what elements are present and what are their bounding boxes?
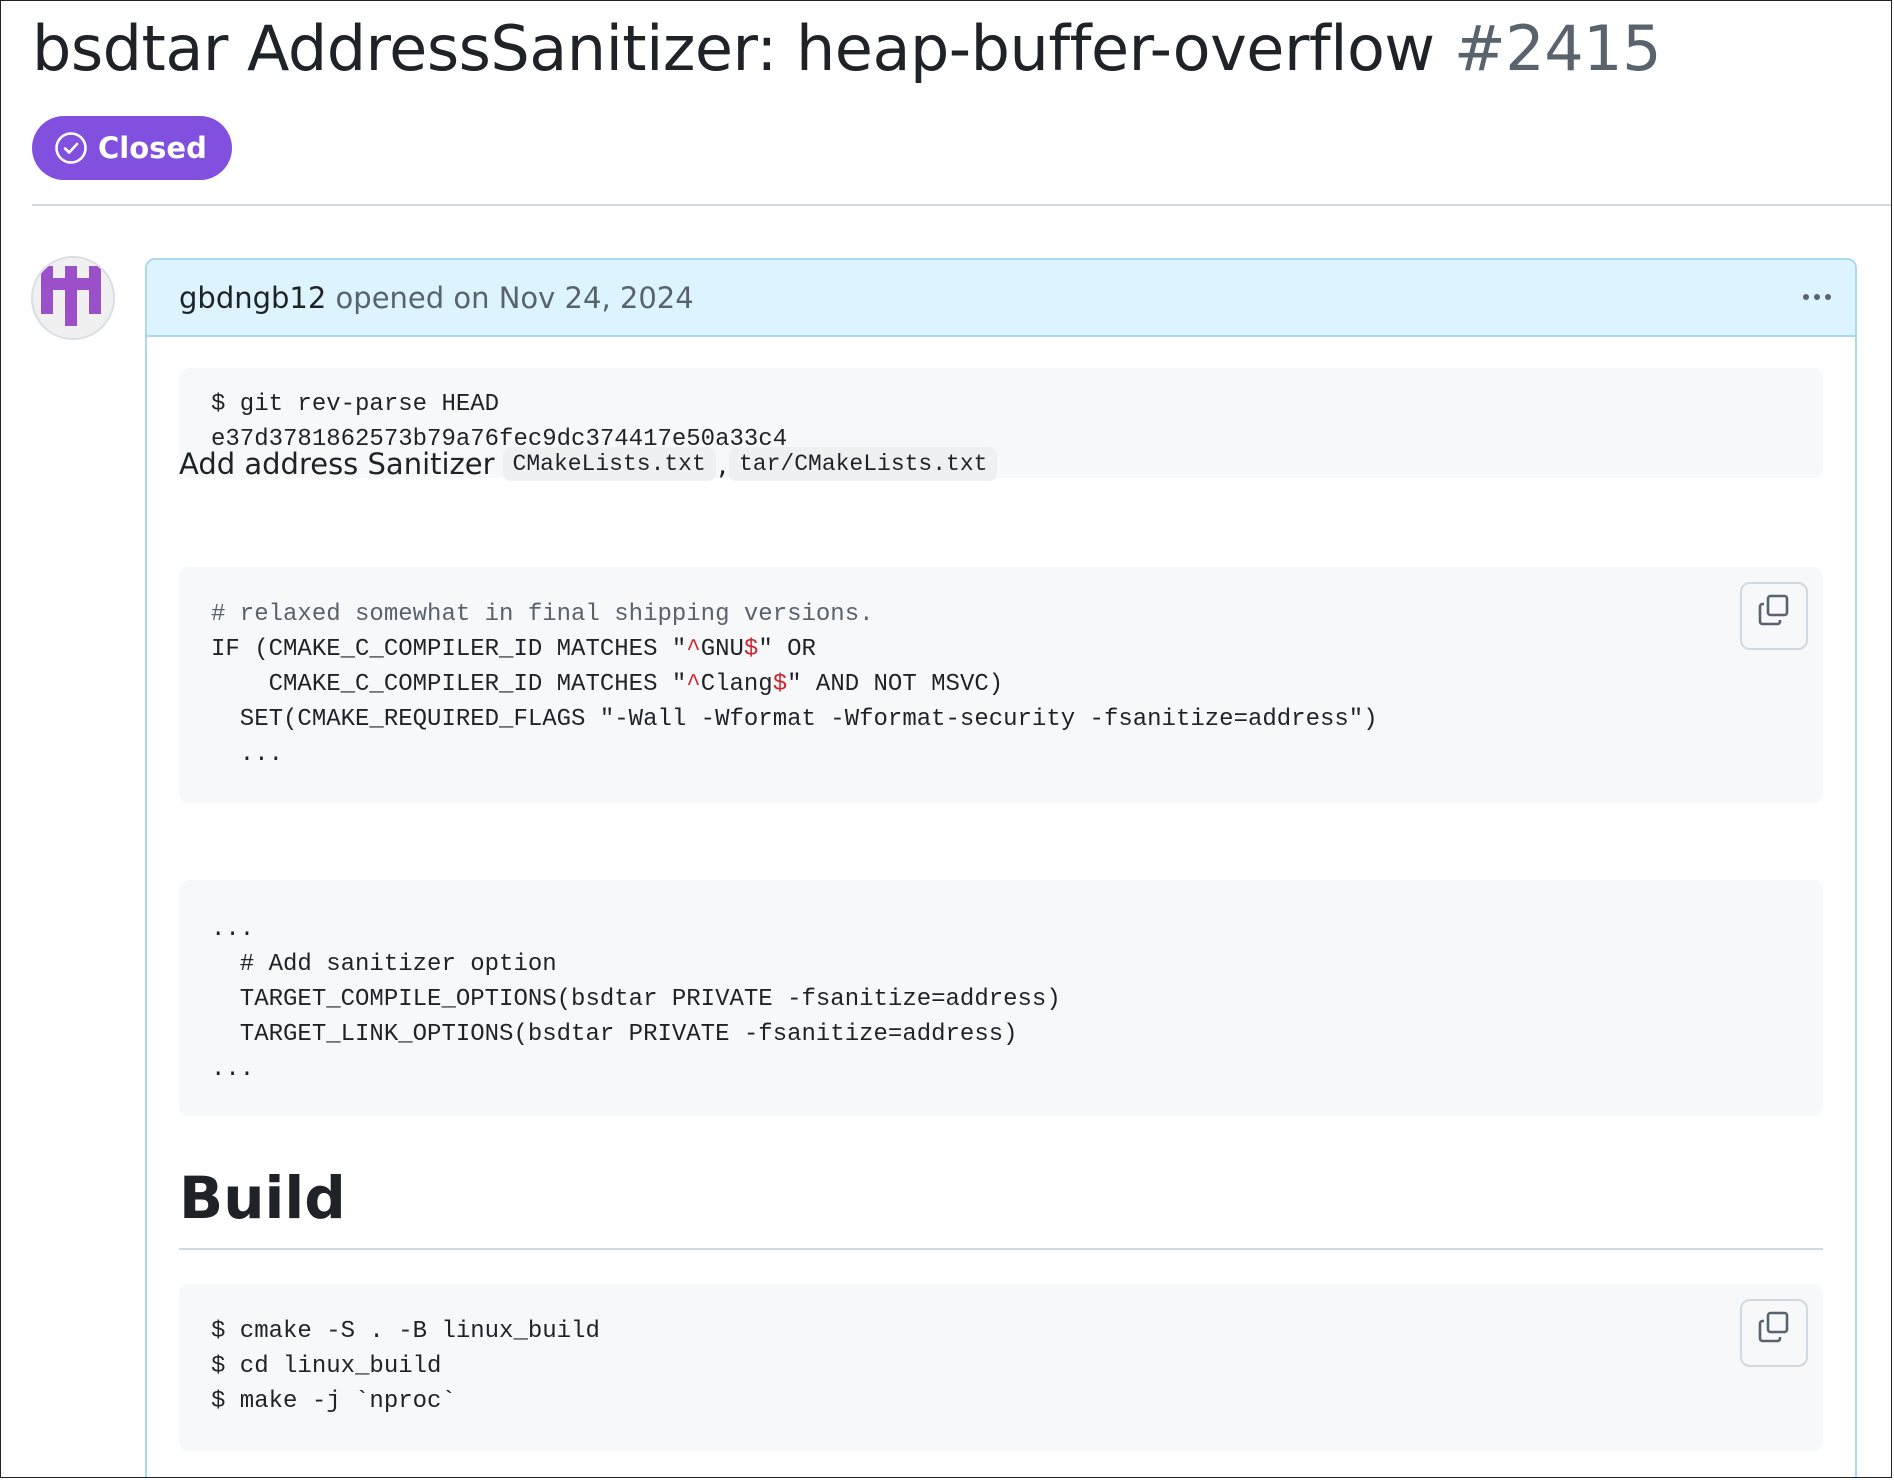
code-line: $ cd linux_build — [211, 1353, 442, 1380]
code-line: ... — [211, 916, 255, 943]
code-line: CMAKE_C_COMPILER_ID MATCHES "^Clang$" AN… — [211, 671, 1004, 698]
paragraph-text: Add address Sanitizer — [179, 447, 495, 481]
code-line: ... — [211, 1056, 255, 1083]
code-block-sanitizer-options: ... # Add sanitizer option TARGET_COMPIL… — [179, 880, 1823, 1116]
code-line: IF (CMAKE_C_COMPILER_ID MATCHES "^GNU$" … — [211, 636, 816, 663]
issue-state-label: Closed — [98, 131, 207, 165]
author-avatar[interactable] — [31, 256, 115, 340]
code-line: # Add sanitizer option — [211, 951, 557, 978]
paragraph-separator: , — [717, 447, 727, 481]
copy-icon — [1757, 1310, 1791, 1356]
header-divider — [32, 204, 1891, 206]
code-line: $ git rev-parse HEAD — [211, 391, 500, 418]
code-line: ... — [211, 741, 284, 768]
code-line: $ cmake -S . -B linux_build — [211, 1318, 600, 1345]
code-line: TARGET_COMPILE_OPTIONS(bsdtar PRIVATE -f… — [211, 986, 1061, 1013]
copy-button[interactable] — [1740, 582, 1808, 650]
sanitizer-paragraph: Add address Sanitizer CMakeLists.txt , t… — [179, 444, 998, 484]
issue-title-text: bsdtar AddressSanitizer: heap-buffer-ove… — [32, 12, 1435, 85]
code-block-build-commands: $ cmake -S . -B linux_build $ cd linux_b… — [179, 1284, 1823, 1451]
code-line: $ make -j `nproc` — [211, 1388, 456, 1415]
comment-opened-date: opened on Nov 24, 2024 — [335, 281, 694, 315]
issue-number: #2415 — [1453, 12, 1662, 85]
issue-title: bsdtar AddressSanitizer: heap-buffer-ove… — [32, 9, 1662, 89]
issue-comment: gbdngb12 opened on Nov 24, 2024 $ git re… — [145, 258, 1857, 1477]
check-circle-icon — [54, 131, 88, 165]
comment-author-link[interactable]: gbdngb12 — [179, 281, 327, 315]
kebab-horizontal-icon[interactable] — [1797, 280, 1837, 314]
code-line: # relaxed somewhat in final shipping ver… — [211, 601, 874, 628]
build-heading-rule — [179, 1248, 1823, 1250]
inline-code-cmakelists: CMakeLists.txt — [502, 447, 716, 481]
code-block-git-rev: $ git rev-parse HEAD e37d3781862573b79a7… — [179, 368, 1823, 478]
inline-code-tar-cmakelists: tar/CMakeLists.txt — [729, 447, 998, 481]
issue-state-badge: Closed — [32, 116, 232, 180]
code-line: TARGET_LINK_OPTIONS(bsdtar PRIVATE -fsan… — [211, 1021, 1018, 1048]
copy-button[interactable] — [1740, 1299, 1808, 1367]
comment-author-line: gbdngb12 opened on Nov 24, 2024 — [179, 280, 694, 316]
build-heading: Build — [179, 1164, 346, 1232]
copy-icon — [1757, 593, 1791, 639]
code-line: SET(CMAKE_REQUIRED_FLAGS "-Wall -Wformat… — [211, 706, 1378, 733]
comment-header: gbdngb12 opened on Nov 24, 2024 — [147, 260, 1855, 337]
code-block-cmake-flags: # relaxed somewhat in final shipping ver… — [179, 567, 1823, 803]
